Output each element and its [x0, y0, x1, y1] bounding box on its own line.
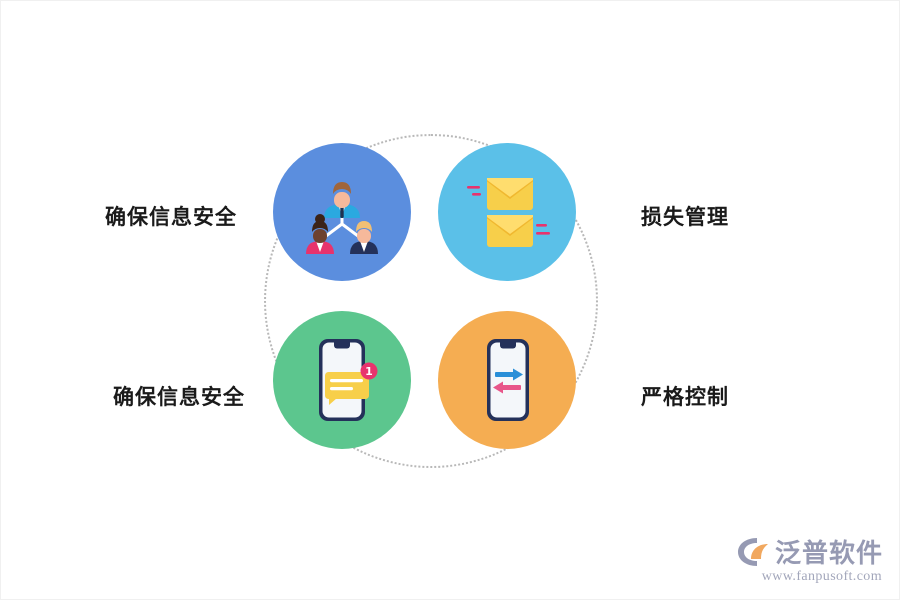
node-circle-top-right[interactable] — [438, 143, 576, 281]
node-circle-bottom-right[interactable] — [438, 311, 576, 449]
node-label-bottom-left: 确保信息安全 — [113, 385, 245, 409]
watermark-url: www.fanpusoft.com — [761, 569, 882, 584]
notification-badge-count: 1 — [365, 365, 373, 378]
two-envelopes-icon — [467, 178, 550, 247]
fanpu-swoosh-logo-icon — [737, 537, 768, 566]
arrow-right-icon — [495, 368, 523, 381]
phone-chat-notification-icon: 1 — [319, 339, 378, 421]
watermark-brand: 泛普软件 — [774, 539, 883, 569]
node-label-bottom-right: 严格控制 — [641, 385, 729, 409]
phone-transfer-arrows-icon — [487, 339, 529, 421]
dotted-connector-ring — [264, 134, 598, 468]
node-circle-bottom-left[interactable]: 1 — [273, 311, 411, 449]
watermark: 泛普软件 www.fanpusoft.com — [737, 533, 883, 585]
node-circle-top-left[interactable] — [273, 143, 411, 281]
node-label-top-right: 损失管理 — [641, 205, 729, 229]
node-label-top-left: 确保信息安全 — [105, 205, 237, 229]
arrow-left-icon — [493, 381, 521, 394]
team-people-icon — [306, 182, 378, 254]
